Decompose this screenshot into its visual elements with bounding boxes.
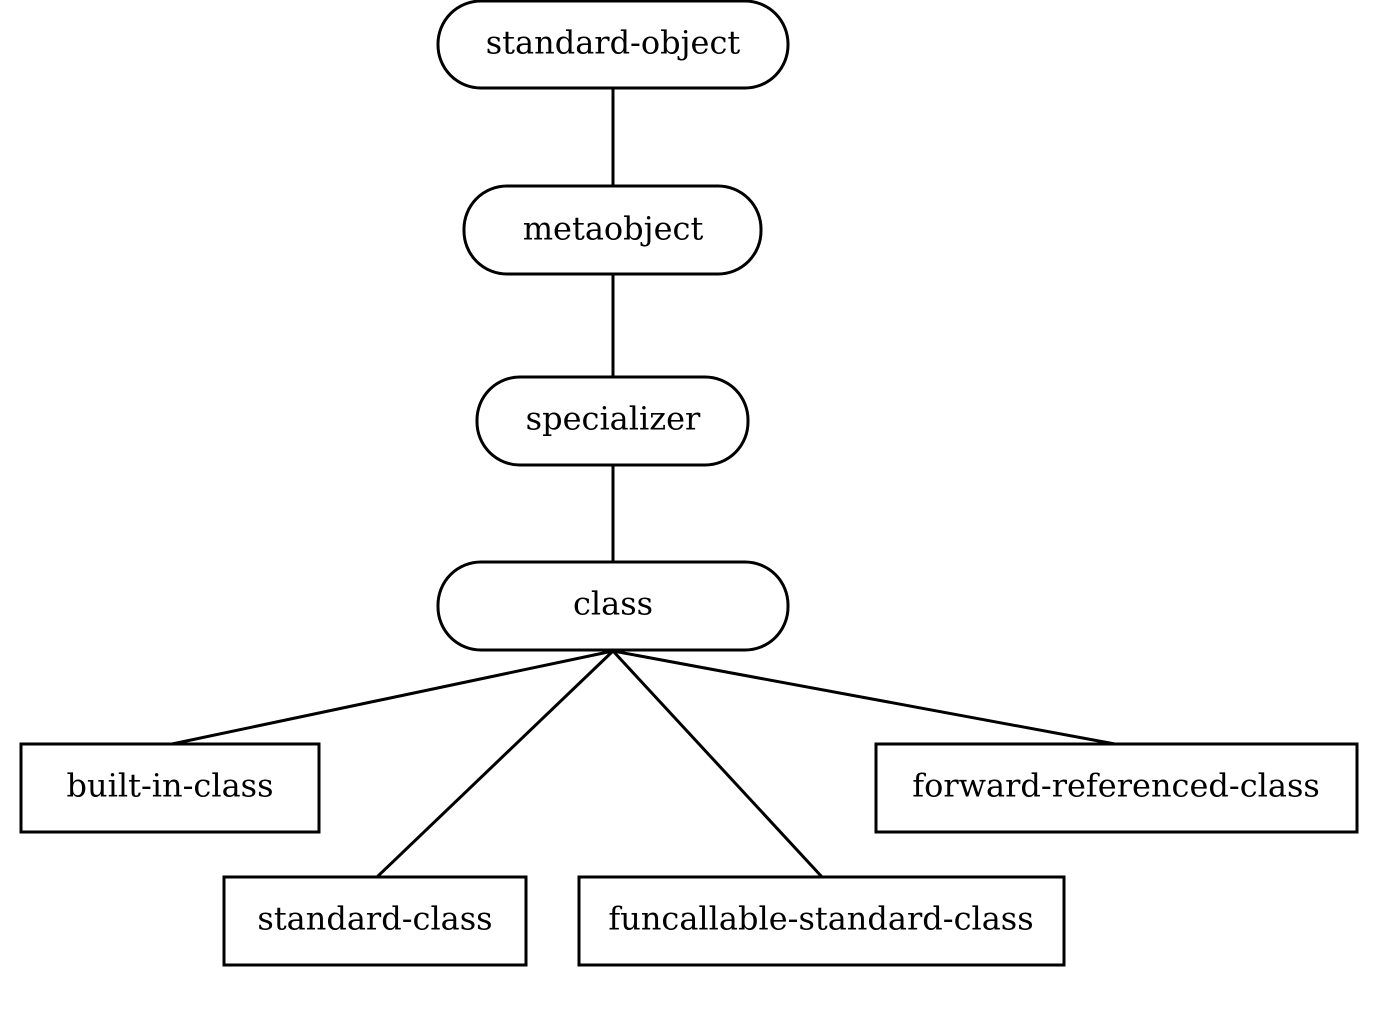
node-class-label: class	[573, 585, 653, 623]
edge-class-standard-class	[375, 649, 615, 879]
node-built-in-class: built-in-class	[19, 742, 321, 834]
node-class-box	[436, 560, 790, 652]
node-class: class	[436, 560, 790, 652]
node-built-in-class-label: built-in-class	[67, 767, 274, 805]
node-standard-class-label: standard-class	[257, 900, 492, 938]
node-standard-class-box	[222, 875, 528, 967]
node-funcallable-standard-class-label: funcallable-standard-class	[608, 900, 1033, 938]
edge-class-funcallable-standard-class	[611, 649, 824, 879]
node-funcallable-standard-class: funcallable-standard-class	[577, 875, 1066, 967]
node-standard-object: standard-object	[436, 0, 790, 90]
node-forward-referenced-class-box	[874, 742, 1359, 834]
node-funcallable-standard-class-box	[577, 875, 1066, 967]
node-forward-referenced-class: forward-referenced-class	[874, 742, 1359, 834]
node-specializer-label: specializer	[526, 400, 701, 438]
node-standard-object-box	[436, 0, 790, 90]
edges	[171, 88, 1116, 879]
edge-class-forward-referenced-class	[612, 649, 1116, 746]
node-forward-referenced-class-label: forward-referenced-class	[912, 767, 1320, 805]
edge-class-built-in-class	[171, 649, 614, 746]
node-metaobject: metaobject	[462, 184, 763, 276]
node-standard-class: standard-class	[222, 875, 528, 967]
node-specializer: specializer	[475, 375, 750, 467]
node-metaobject-box	[462, 184, 763, 276]
node-specializer-box	[475, 375, 750, 467]
node-built-in-class-box	[19, 742, 321, 834]
node-standard-object-label: standard-object	[486, 24, 741, 62]
node-metaobject-label: metaobject	[523, 210, 704, 248]
